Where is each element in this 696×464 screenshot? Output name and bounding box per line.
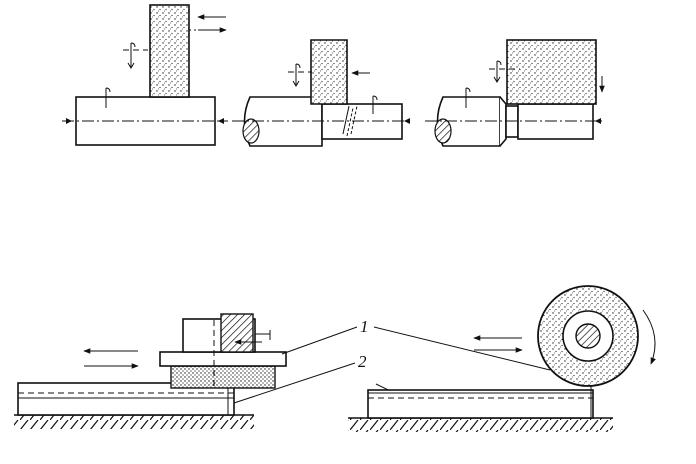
machine-table-right <box>367 389 594 419</box>
panel-cup-wheel-grinding <box>14 313 287 429</box>
grinding-wheel-c <box>506 39 597 105</box>
grinding-wheel <box>149 4 190 98</box>
left-center <box>66 118 72 124</box>
work-rotation-icon-b <box>372 95 378 114</box>
workpieces <box>170 365 276 389</box>
spindle-section <box>220 313 254 353</box>
wheel-spindle-section <box>575 323 601 349</box>
right-center <box>218 118 224 124</box>
tailstock-center-c <box>595 118 601 124</box>
wheel-rotation-arrow <box>642 309 656 365</box>
panel-peripheral-grinding <box>348 285 656 432</box>
panel-wide-wheel-grinding <box>425 39 605 147</box>
label-2: 2 <box>358 352 367 371</box>
tailstock-center <box>404 118 410 124</box>
ground-hatch-left <box>14 415 254 429</box>
cut-zone-hatch <box>342 105 358 137</box>
work-rotation-icon <box>105 87 111 108</box>
panel-plunge-grinding <box>62 4 228 146</box>
grinding-wheel-b <box>310 39 348 105</box>
leader-1-right <box>373 326 551 371</box>
ground-hatch-right <box>348 418 613 432</box>
fixture-plate <box>159 351 287 367</box>
wheel-rotation-icon <box>123 42 148 69</box>
panel-shoulder-grinding <box>232 39 412 147</box>
wheel-rotation-icon-c <box>489 60 520 83</box>
wheel-rotation-icon-b <box>288 63 312 87</box>
section-hatch-c <box>434 118 452 144</box>
section-hatch <box>242 118 260 144</box>
leader-2-left <box>233 362 356 404</box>
label-1: 1 <box>360 317 369 336</box>
work-rotation-icon-c <box>465 87 471 108</box>
leader-1-left <box>281 326 358 355</box>
